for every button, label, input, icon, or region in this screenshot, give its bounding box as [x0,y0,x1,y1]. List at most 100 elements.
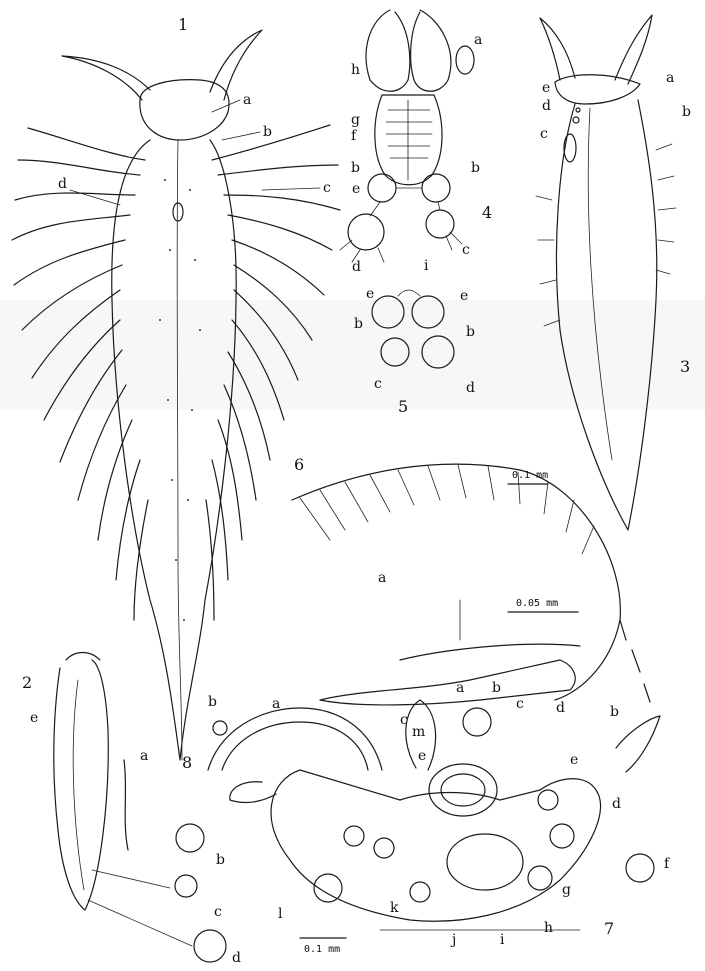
ganglion-left-e [368,174,396,202]
figure-6-radula: 6 a b c d 0.1 mm 0.05 mm [292,455,650,812]
right-rhinophore [615,15,652,84]
buccal-striations [386,100,432,180]
figure-4-number: 4 [482,203,492,222]
fig8-label-b: b [208,694,217,710]
nerves [340,232,462,262]
left-gland [366,10,410,91]
cell-b [176,824,204,852]
fig1-label-b: b [263,124,272,140]
ceras-duct [73,680,84,890]
fig6-scale-small: 0.05 mm [516,598,558,609]
fig4-label-a: a [474,32,482,48]
fig4-label-b-right: b [471,160,480,176]
fig3-label-d: d [542,98,551,114]
figure-7-cross-section: 7 a b c d e e f g h i j k l m 0.1 mm [230,680,671,955]
fig5-label-e-left: e [366,286,374,302]
right-tentacle [210,30,262,100]
figure-3-animal-lateral: 3 a b c d e [536,15,691,530]
fig7-label-h: h [544,920,553,936]
radula-arc [292,464,620,700]
fig7-scale: 0.1 mm [304,944,340,955]
ganglion-right [422,174,450,202]
fig2-label-a: a [140,748,148,764]
ganglion-d [348,214,384,250]
fig6-label-b: b [610,704,619,720]
section-inner [222,722,368,770]
cell-d [194,930,226,962]
fig7-label-d: d [556,700,565,716]
gland-detail-a [456,46,474,74]
fig3-label-b: b [682,104,691,120]
figure-8-number: 8 [182,753,192,772]
figure-6-number: 6 [294,455,304,474]
fig4-label-c: c [462,242,470,258]
fig1-label-d: d [58,176,67,192]
genital-aperture-c [564,134,576,162]
fig2-label-d: d [232,950,241,966]
fig2-label-b: b [216,852,225,868]
fig4-label-e: e [352,181,360,197]
fig3-label-a: a [666,70,674,86]
section-outline [271,770,601,921]
detached-gland-a [124,760,128,850]
cell-b-8 [213,721,227,735]
fig7-label-i: i [500,932,505,948]
dorsal-midline [177,140,182,760]
fig7-label-l: l [278,906,283,922]
fig7-label-k: k [390,900,399,916]
ceras-right-7 [616,716,660,772]
cell-c [175,875,197,897]
fig4-label-h: h [351,62,360,78]
figure-2-number: 2 [22,673,32,692]
fig5-label-b-left: b [354,316,363,332]
fig3-label-e: e [542,80,550,96]
body-outline [112,140,236,760]
head-3 [555,75,640,104]
fig2-label-e: e [30,710,38,726]
fig5-label-d: d [466,380,475,396]
fig7-label-c: c [516,696,524,712]
figure-5-number: 5 [398,397,408,416]
fig6-scale-large: 0.1 mm [512,470,548,481]
figure-8-section: 8 a b [182,694,382,772]
fig1-label-a: a [243,92,251,108]
ceras-far-left-7 [230,782,276,803]
anal-papilla [173,203,183,221]
commissure-i [398,290,420,296]
fig4-label-f: f [351,128,358,144]
leader-d [88,900,192,946]
fig7-label-e-right: e [570,752,578,768]
head [140,80,229,140]
section-outer [208,708,382,770]
follicles [344,790,574,902]
fig4-label-b-left: b [351,160,360,176]
pore-d [573,117,579,123]
fig7-label-e-left: e [418,748,426,764]
fig7-label-m: m [412,724,425,740]
left-tentacle [62,56,150,100]
leader-c [92,870,170,888]
pore-e [576,108,580,112]
right-gland [411,10,451,91]
fig3-label-c: c [540,126,548,142]
fig6-label-d: d [612,796,621,812]
figure-7-number: 7 [604,919,614,938]
fig5-label-e-right: e [460,288,468,304]
fig5-label-i: i [424,258,429,274]
fig1-label-c: c [323,180,331,196]
radula-teeth [300,465,594,554]
left-rhinophore [540,18,575,80]
fig2-label-c: c [214,904,222,920]
figure-3-number: 3 [680,357,690,376]
fig6-label-a: a [378,570,386,586]
cell-a-b [463,708,491,736]
background-shading [0,300,705,410]
fig4-label-g: g [351,112,360,128]
gonad-g [447,834,523,890]
fig7-label-j: j [450,932,456,948]
fig7-label-b: b [492,680,501,696]
ganglion-c [426,210,454,238]
fig7-label-f: f [664,856,671,872]
intestine-lumen [441,774,485,806]
